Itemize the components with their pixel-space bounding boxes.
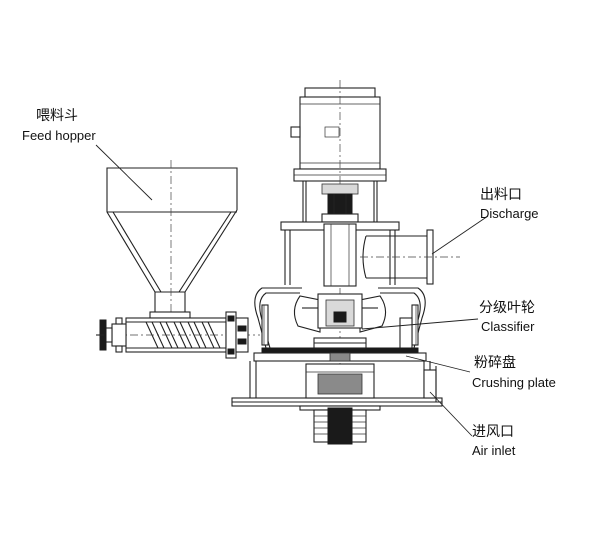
classifier-chamber (254, 287, 426, 359)
feed-hopper-en: Feed hopper (22, 128, 96, 143)
coupling-frame (302, 181, 378, 223)
discharge-en: Discharge (480, 206, 539, 221)
crushing-plate (253, 337, 427, 362)
upper-housing (280, 221, 400, 287)
air-inlet-en: Air inlet (472, 443, 516, 458)
label-feed-hopper: 喂料斗 Feed hopper (22, 108, 96, 143)
label-air-inlet: 进风口 Air inlet (472, 424, 516, 458)
base-housing (231, 361, 443, 445)
feed-hopper-zh: 喂料斗 (36, 108, 78, 124)
label-discharge: 出料口 Discharge (480, 187, 539, 221)
screw-feeder (96, 311, 260, 359)
feed-hopper (106, 160, 238, 320)
classifier-en: Classifier (481, 319, 535, 334)
crushing-plate-zh: 粉碎盘 (474, 354, 516, 371)
leader-lines (95, 144, 489, 437)
label-classifier: 分级叶轮 Classifier (479, 300, 535, 334)
discharge-pipe (360, 229, 460, 285)
classifier-zh: 分级叶轮 (479, 300, 535, 316)
label-crushing-plate: 粉碎盘 Crushing plate (472, 354, 556, 390)
discharge-zh: 出料口 (480, 187, 522, 203)
air-inlet-zh: 进风口 (472, 424, 514, 440)
motor (290, 80, 387, 440)
crushing-plate-en: Crushing plate (472, 375, 556, 390)
